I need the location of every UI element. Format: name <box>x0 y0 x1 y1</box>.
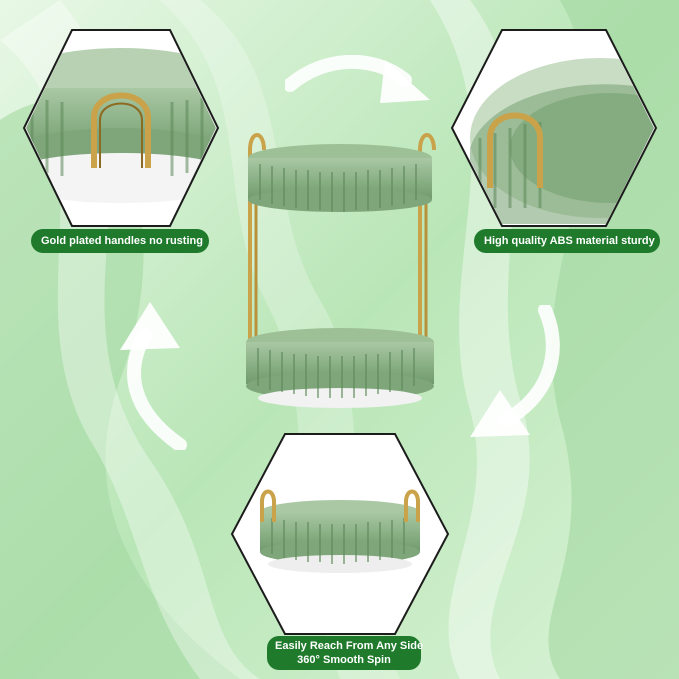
spin-callout-line2: 360° Smooth Spin <box>297 654 391 666</box>
material-callout-label: High quality ABS material sturdy <box>474 229 660 253</box>
curved-arrow-icon <box>470 305 560 437</box>
handles-callout-text: Gold plated handles no rusting <box>41 235 203 247</box>
material-closeup-hexagon <box>450 29 658 227</box>
spin-callout-label: Easily Reach From Any Side 360° Smooth S… <box>267 636 424 670</box>
material-callout-text: High quality ABS material sturdy <box>484 235 655 247</box>
single-tray-hexagon <box>230 433 450 635</box>
curved-arrow-icon <box>285 55 430 103</box>
curved-arrow-icon <box>120 302 187 450</box>
handle-closeup-hexagon <box>22 29 220 227</box>
spin-callout-line1: Easily Reach From Any Side <box>275 640 424 652</box>
two-tier-organizer <box>246 133 436 408</box>
handles-callout-label: Gold plated handles no rusting <box>31 229 209 253</box>
